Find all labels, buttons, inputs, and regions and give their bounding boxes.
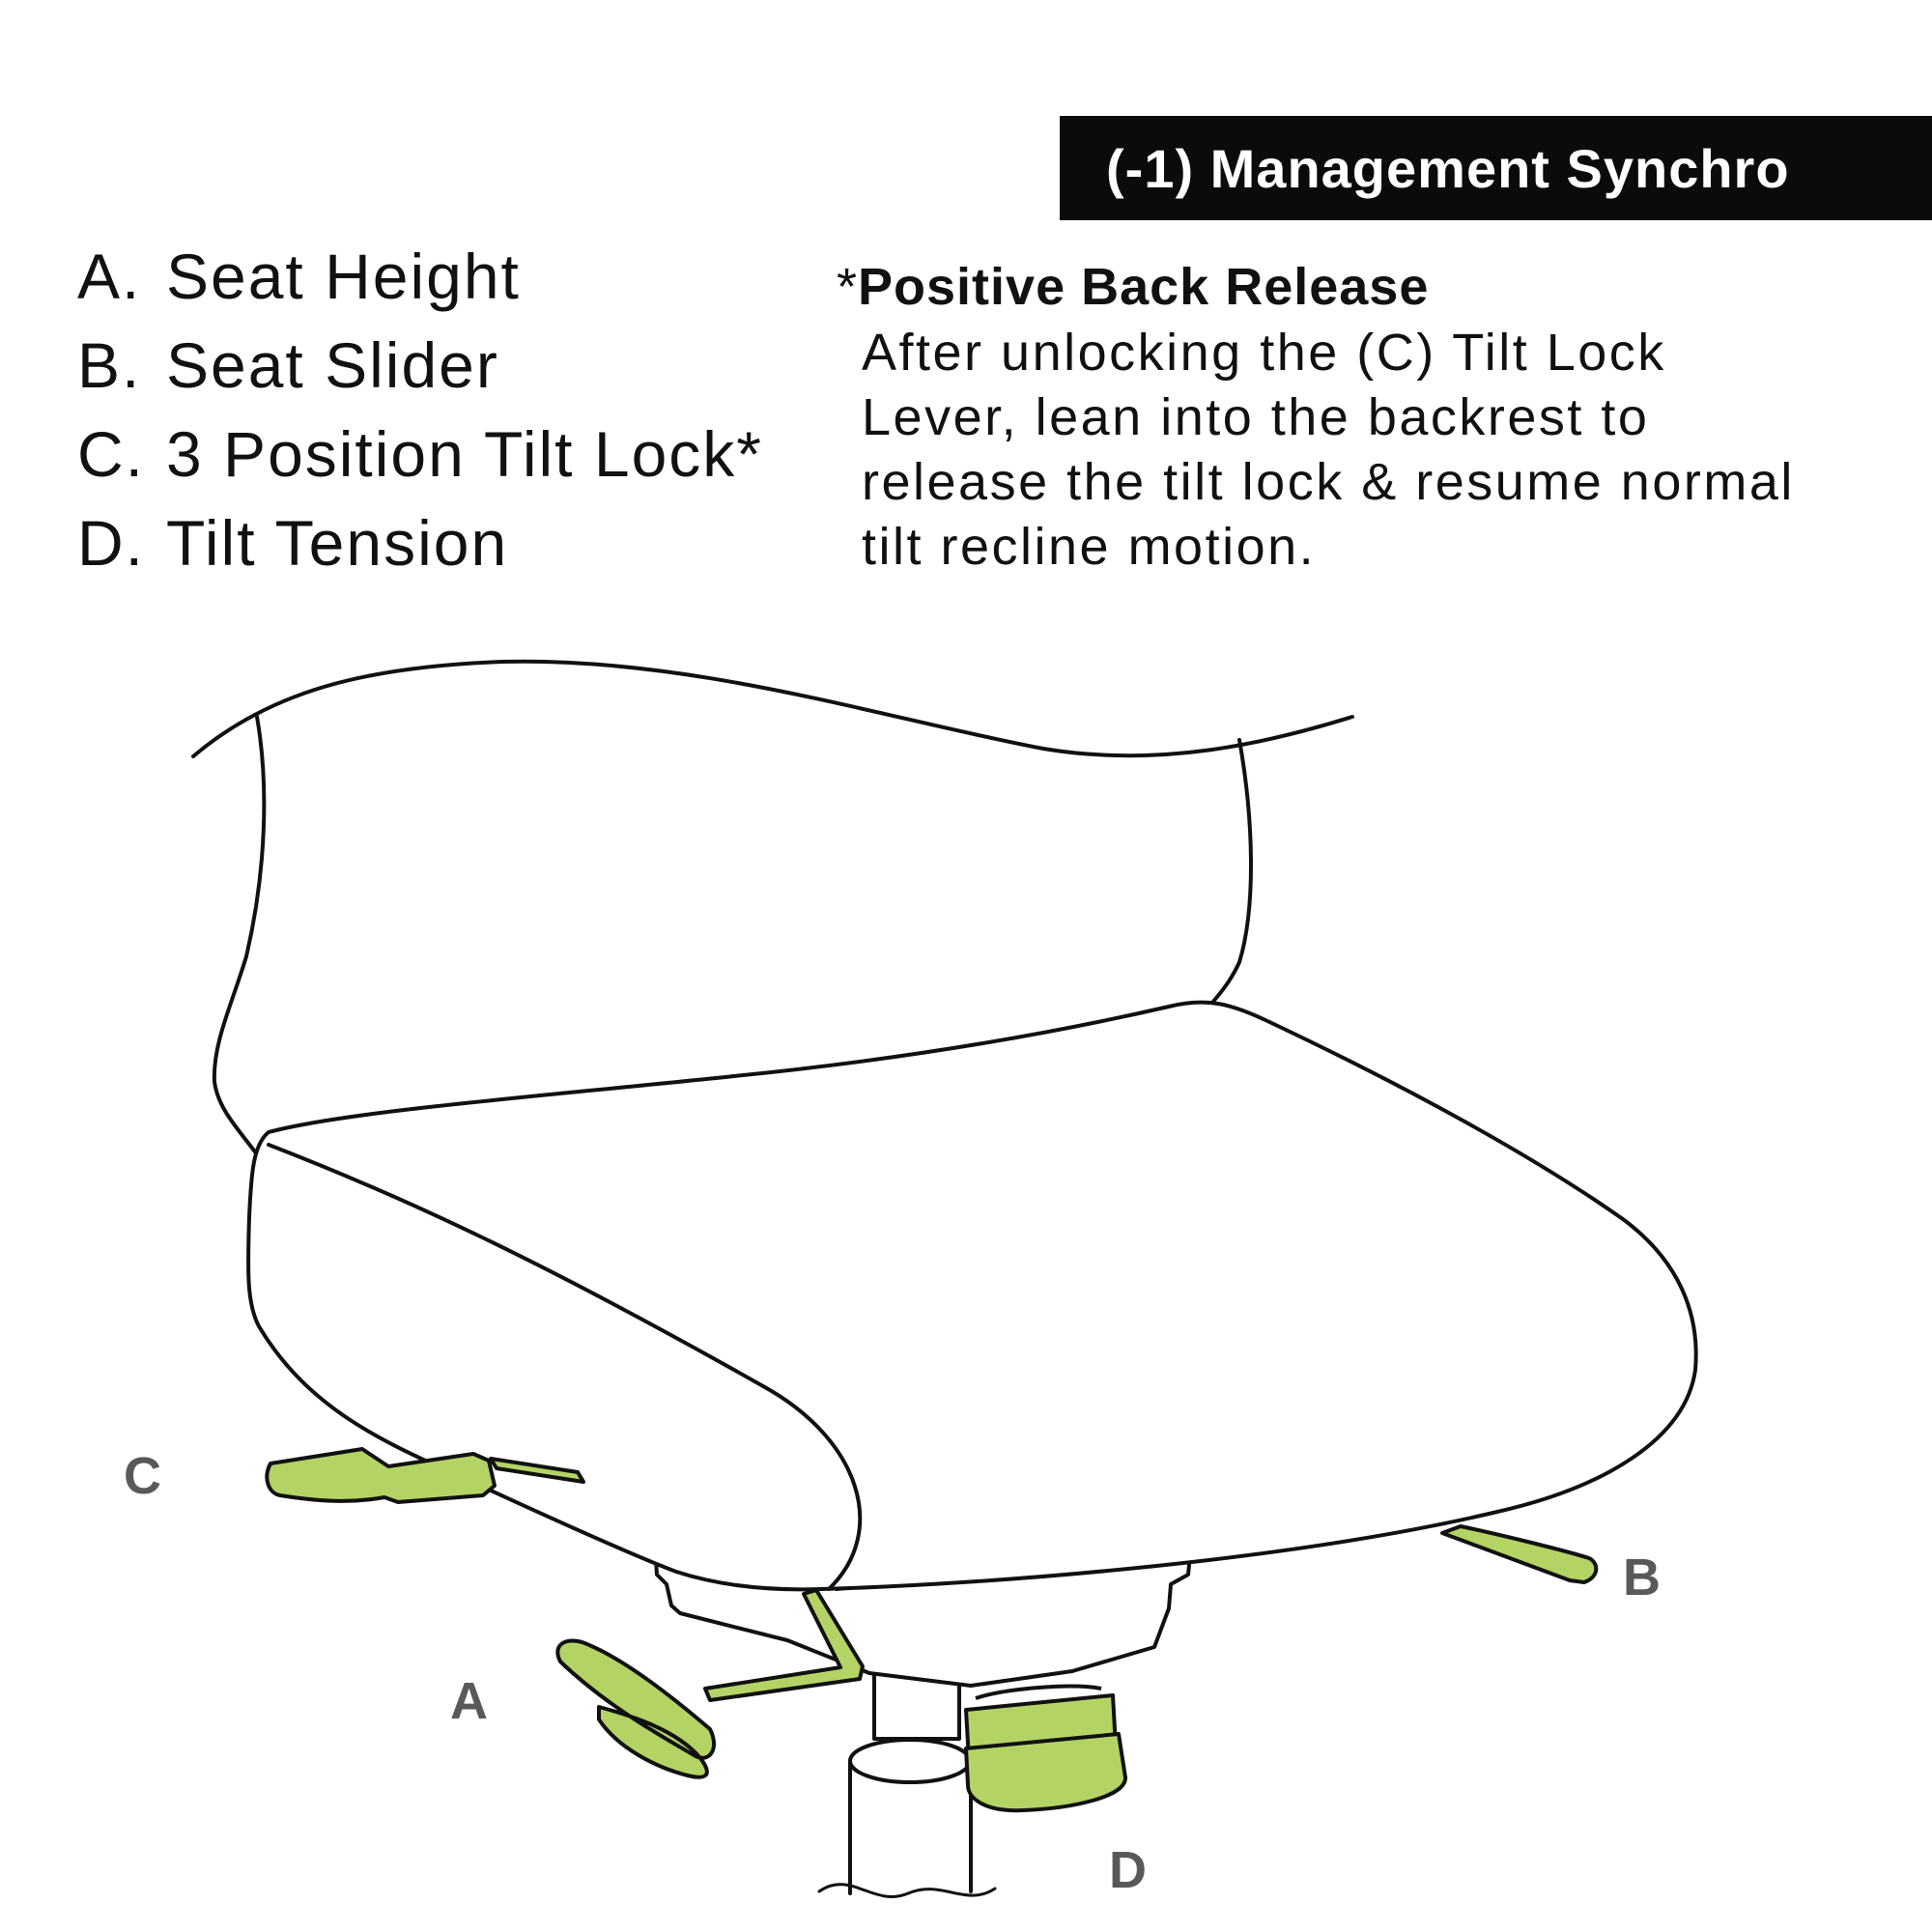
legend-key: D. <box>77 507 145 579</box>
tilt-tension-knob <box>964 1684 1128 1813</box>
note-line: release the tilt lock & resume normal <box>862 453 1795 511</box>
seat-mechanism <box>651 1517 1192 1688</box>
note-body: After unlocking the (C) Tilt Lock Lever,… <box>862 321 1909 580</box>
note-line: Lever, lean into the backrest to <box>862 388 1650 446</box>
callout-d: D <box>1109 1841 1147 1899</box>
legend-label: Tilt Tension <box>166 507 509 579</box>
seat-height-lever <box>555 1588 865 1779</box>
callout-a: A <box>450 1672 488 1730</box>
legend-item-seat-slider: B. Seat Slider <box>77 321 763 410</box>
note-title: *Positive Back Release <box>837 253 1909 321</box>
callout-b: B <box>1623 1548 1661 1606</box>
legend-label: Seat Height <box>166 241 521 312</box>
seat-slider-lever <box>1440 1524 1599 1584</box>
legend-key: B. <box>77 329 142 401</box>
legend-key: C. <box>77 418 145 490</box>
note-title-text: Positive Back Release <box>858 258 1430 316</box>
legend-item-tilt-lock: C. 3 Position Tilt Lock* <box>77 410 763 498</box>
callout-c: C <box>124 1447 161 1505</box>
back-release-note: *Positive Back Release After unlocking t… <box>837 253 1909 580</box>
legend-item-seat-height: A. Seat Height <box>77 232 763 321</box>
note-line: After unlocking the (C) Tilt Lock <box>862 324 1666 382</box>
legend-item-tilt-tension: D. Tilt Tension <box>77 498 763 587</box>
page-title: (-1) Management Synchro <box>1106 137 1790 199</box>
controls-legend: A. Seat Height B. Seat Slider C. 3 Position… <box>77 232 763 587</box>
seat-cushion <box>246 1000 1698 1592</box>
legend-key: A. <box>77 241 142 312</box>
title-banner: (-1) Management Synchro <box>1060 116 1932 220</box>
note-line: tilt recline motion. <box>862 518 1317 576</box>
legend-label: Seat Slider <box>166 329 499 401</box>
note-marker: * <box>837 258 859 316</box>
tilt-lock-lever <box>265 1447 585 1504</box>
legend-label: 3 Position Tilt Lock* <box>166 418 763 490</box>
backrest <box>191 659 1354 758</box>
